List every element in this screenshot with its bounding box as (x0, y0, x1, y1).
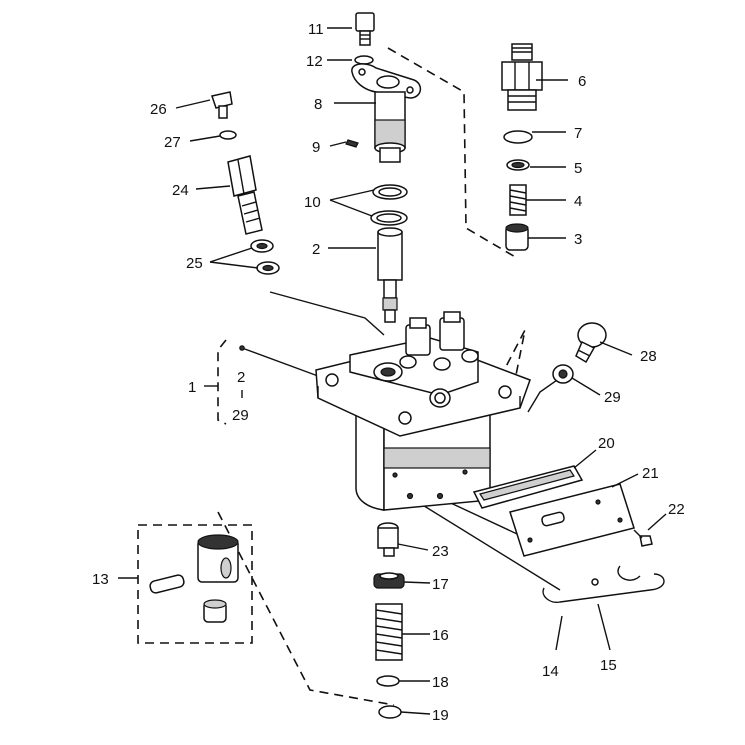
callout-28: 28 (640, 348, 657, 365)
callout-2-upper: 2 (312, 241, 320, 258)
callout-15: 15 (600, 657, 617, 674)
part-7-gasket (503, 130, 533, 144)
part-2-plunger-barrel (377, 227, 403, 323)
callout-25: 25 (186, 255, 203, 272)
line-body-to-21 (439, 497, 531, 541)
part-17-spring-seat (373, 572, 405, 589)
callout-23: 23 (432, 543, 449, 560)
part-20-control-rack (472, 465, 584, 509)
callout-5: 5 (574, 160, 582, 177)
dash-line-valve-group (387, 47, 518, 259)
callout-21: 21 (642, 465, 659, 482)
part-6-delivery-valve-holder (501, 43, 543, 111)
callout-8: 8 (314, 96, 322, 113)
callout-12: 12 (306, 53, 323, 70)
callout-27: 27 (164, 134, 181, 151)
leader-lines (118, 27, 667, 715)
part-3-delivery-valve (505, 223, 529, 251)
dash-box-tappet-assembly (137, 524, 253, 644)
callout-24: 24 (172, 182, 189, 199)
callout-13: 13 (92, 571, 109, 588)
part-22-screw (633, 529, 653, 547)
part-8-valve-holder (351, 63, 422, 163)
part-16-plunger-spring (375, 603, 403, 661)
callout-19: 19 (432, 707, 449, 724)
callout-18: 18 (432, 674, 449, 691)
callout-6: 6 (578, 73, 586, 90)
dash-line-tappet-group (217, 511, 395, 706)
part-24-hollow-bolt (227, 155, 263, 235)
callout-16: 16 (432, 627, 449, 644)
part-27-washer (219, 130, 237, 140)
part-11-bolt (355, 12, 375, 46)
dash-line-body-to-spring (485, 329, 526, 406)
callout-10: 10 (304, 194, 321, 211)
part-13-tappet-assembly (149, 534, 239, 623)
callout-29-right: 29 (604, 389, 621, 406)
part-18-shim (376, 675, 400, 687)
part-9-pin (345, 139, 359, 148)
part-21-cover-plate (509, 483, 635, 557)
line-dot-to-body (241, 347, 319, 377)
reference-dot (239, 345, 245, 351)
callout-2-group: 2 (237, 369, 245, 386)
part-19-shim (378, 705, 402, 719)
part-28-plug (575, 322, 607, 364)
callout-26: 26 (150, 101, 167, 118)
callout-1: 1 (188, 379, 196, 396)
callout-4: 4 (574, 193, 582, 210)
callout-7: 7 (574, 125, 582, 142)
callout-29-group: 29 (232, 407, 249, 424)
part-12-washer (354, 55, 374, 65)
callout-11: 11 (308, 21, 324, 38)
callout-17: 17 (432, 576, 449, 593)
callout-20: 20 (598, 435, 615, 452)
line-29-to-body (527, 377, 561, 413)
part-26-bolt (211, 91, 233, 119)
part-4-spring (509, 184, 527, 216)
line-24-to-body (269, 291, 385, 336)
callout-22: 22 (668, 501, 685, 518)
callout-9: 9 (312, 139, 320, 156)
pump-body (315, 311, 531, 511)
dash-line-pump-body (217, 339, 227, 425)
part-14-15-link (542, 565, 665, 603)
part-23-pin (377, 522, 399, 557)
callout-3: 3 (574, 231, 582, 248)
callout-14: 14 (542, 663, 559, 680)
line-body-to-14 (407, 495, 561, 591)
callout-labels: 11 12 8 9 10 2 6 7 5 4 3 26 27 24 25 28 … (92, 21, 685, 724)
